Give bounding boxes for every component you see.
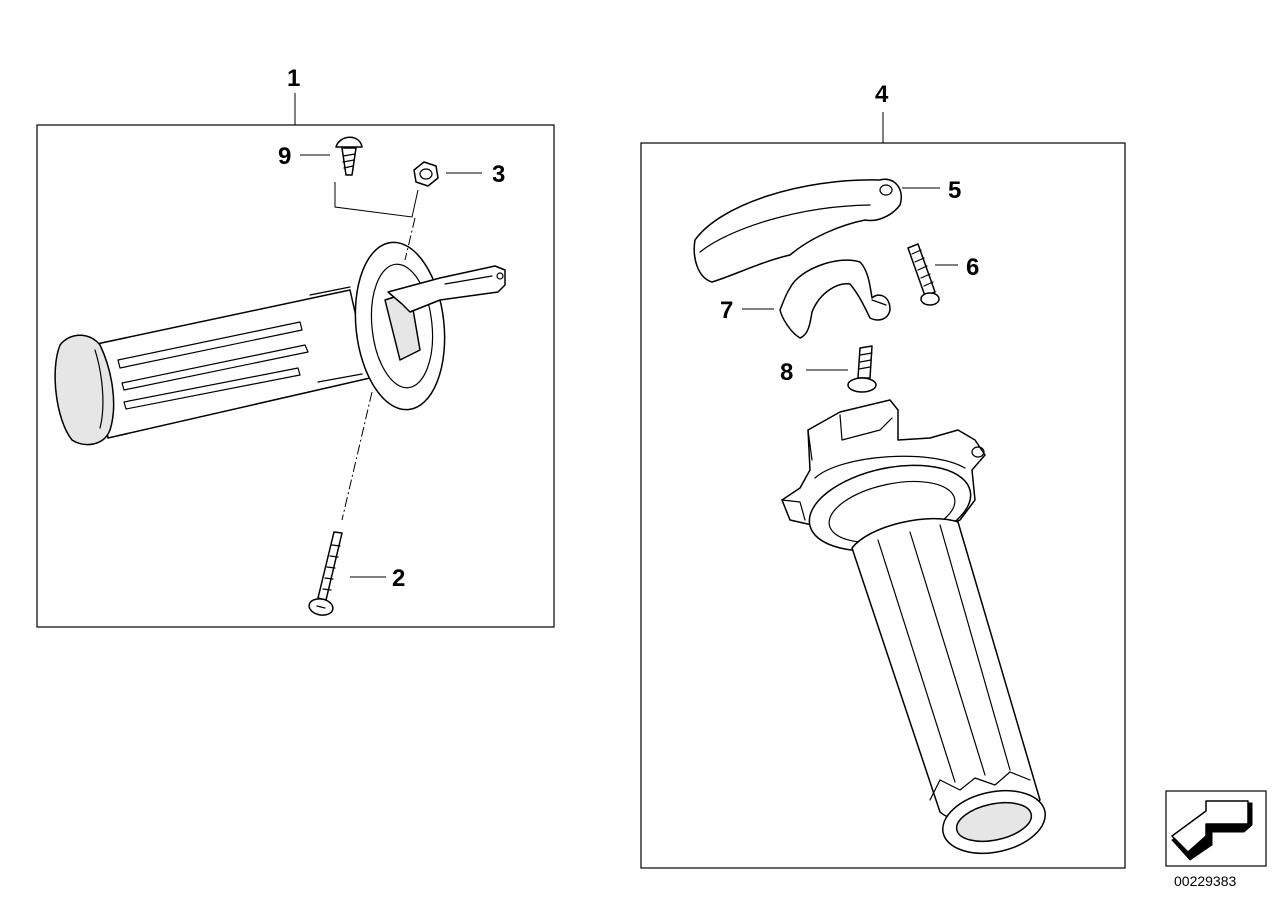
left-grip — [54, 241, 506, 446]
left-assembly-axis — [341, 217, 416, 521]
document-number: 00229383 — [1174, 873, 1237, 889]
callout-9: 9 — [278, 143, 291, 170]
callout-2: 2 — [392, 565, 405, 592]
callout-6: 6 — [966, 254, 979, 281]
part-2-bolt: 2 — [308, 531, 405, 616]
part-6-screw: 6 — [907, 243, 979, 306]
part-3-nut: 3 — [413, 161, 505, 188]
part-5-cover: 5 — [693, 177, 961, 283]
callout-4: 4 — [875, 81, 889, 108]
part-8-screw: 8 — [780, 345, 877, 393]
next-page-arrow-icon[interactable] — [1165, 790, 1267, 867]
callout-1: 1 — [287, 65, 300, 92]
right-grip — [781, 399, 1046, 855]
assembly-4-group: 4 5 6 7 8 — [640, 81, 1126, 869]
callout-7: 7 — [720, 297, 733, 324]
callout-8: 8 — [780, 359, 793, 386]
part-9-screw: 9 — [278, 136, 363, 176]
callout-5: 5 — [948, 177, 961, 204]
part-7-clamp: 7 — [720, 259, 891, 339]
assembly-1-group: 1 9 — [36, 65, 555, 628]
callout-3: 3 — [492, 161, 505, 188]
